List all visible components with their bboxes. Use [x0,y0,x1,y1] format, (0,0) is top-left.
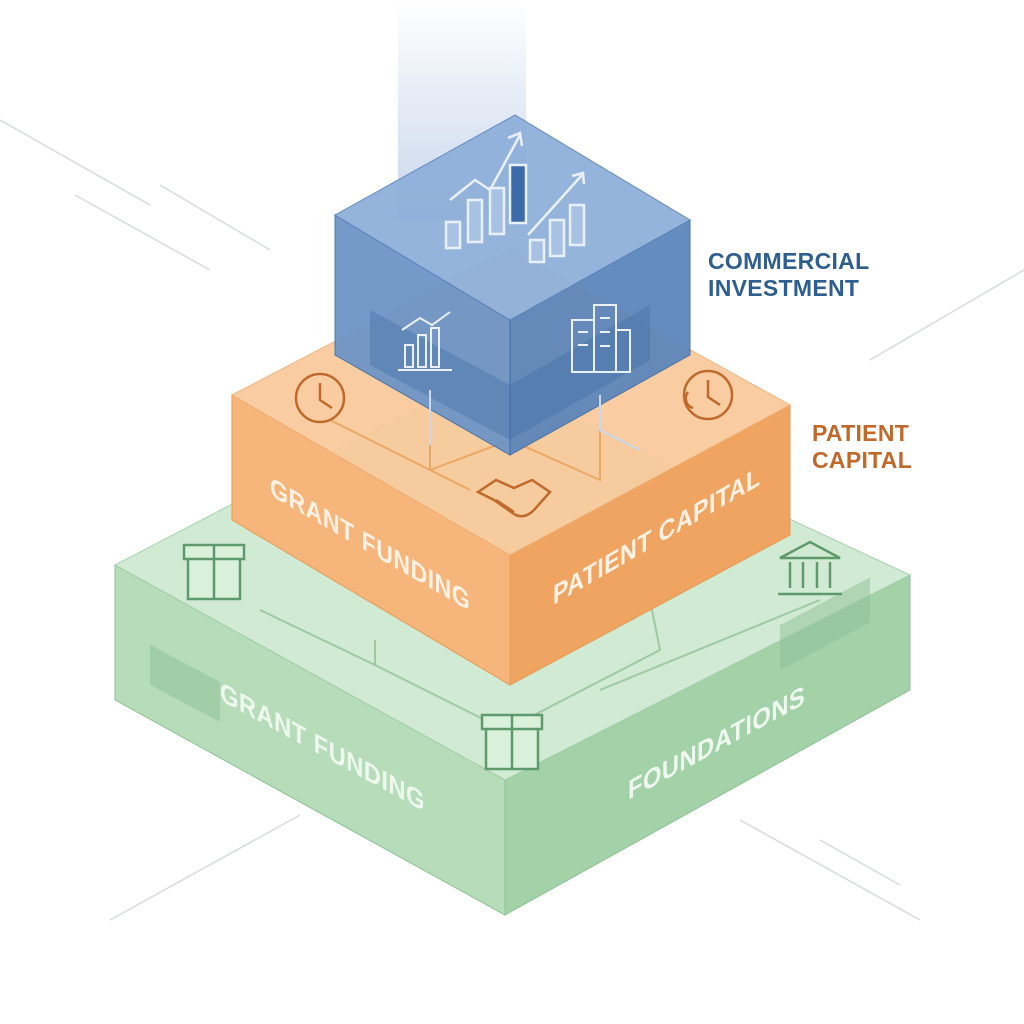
commercial-label-line-1: COMMERCIAL [708,248,870,274]
growth-chart-icon [444,131,528,250]
background-lines [0,119,1024,921]
clock-refresh-icon [682,369,734,421]
bank-icon [778,540,842,596]
office-building-icon [571,304,631,373]
clock-icon [294,372,346,424]
gift-icon [480,713,544,771]
tier-commercial-investment [334,114,691,456]
patient-label-line-2: CAPITAL [812,447,913,473]
gift-icon [182,543,246,601]
patient-capital-label: PATIENT CAPITAL [812,420,912,474]
handshake-icon [475,478,552,518]
commercial-label-line-2: INVESTMENT [708,275,860,301]
rising-bars-icon [527,171,586,264]
patient-label-line-1: PATIENT [812,420,910,446]
bar-chart-icon [398,311,452,371]
commercial-investment-label: COMMERCIAL INVESTMENT [708,248,869,302]
